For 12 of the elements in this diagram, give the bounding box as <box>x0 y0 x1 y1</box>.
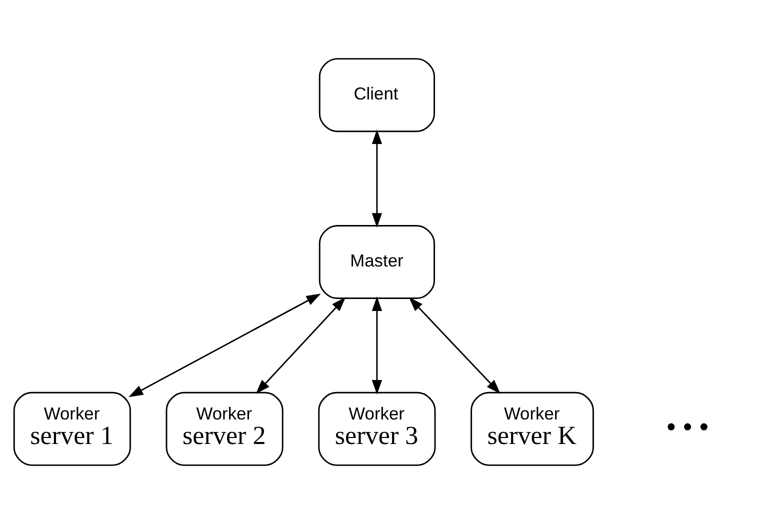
arrow <box>372 296 382 395</box>
arrow <box>408 297 500 394</box>
node-box: Master <box>318 225 436 300</box>
arrow <box>256 297 346 394</box>
arrow <box>372 130 382 228</box>
arrow <box>128 294 321 398</box>
node-box: Worker server K <box>470 392 594 466</box>
node-box: Client <box>318 58 436 132</box>
label: • • • <box>666 411 709 442</box>
node-box: Worker server 3 <box>318 392 436 466</box>
node-box: Worker server 2 <box>166 392 284 466</box>
node-box: Worker server 1 <box>13 392 131 466</box>
